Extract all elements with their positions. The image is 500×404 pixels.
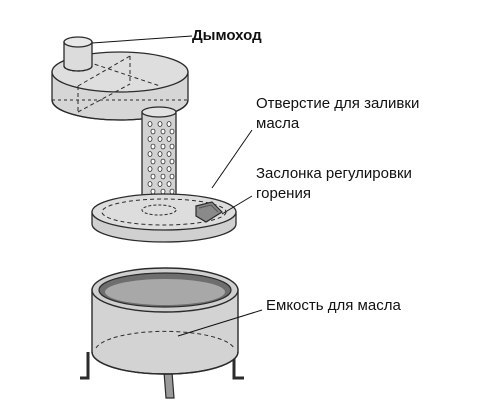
- perforation-hole: [166, 166, 172, 172]
- perforation-hole: [157, 136, 163, 142]
- combustion-damper: [195, 201, 223, 223]
- perforation-hole: [169, 128, 175, 135]
- perforation-hole: [166, 151, 172, 157]
- perforation-hole: [147, 136, 153, 142]
- leader-oil-tank: [177, 309, 263, 337]
- perforation-hole: [147, 181, 153, 187]
- perforation-hole: [166, 121, 172, 127]
- perforation-hole: [157, 181, 163, 187]
- perforation-hole: [147, 151, 153, 157]
- perforation-hole: [150, 188, 156, 195]
- tank-leg-front: [163, 371, 175, 399]
- perforation-hole: [147, 121, 153, 127]
- tank-leg-right: [232, 352, 244, 380]
- perforation-hole: [160, 143, 166, 150]
- perforation-hole: [169, 188, 175, 195]
- lower-chamber: [91, 193, 237, 243]
- perforation-hole: [160, 173, 166, 180]
- perforation-hole: [160, 188, 166, 195]
- leader-oil-inlet: [211, 129, 253, 189]
- perforation-hole: [150, 158, 156, 165]
- perforation-hole: [157, 121, 163, 127]
- tank-leg-left: [80, 352, 90, 380]
- label-oil-tank: Емкость для масла: [266, 297, 401, 314]
- perforation-hole: [147, 166, 153, 172]
- label-damper-line1: Заслонка регулировки: [256, 165, 412, 182]
- label-oil-inlet-line1: Отверстие для заливки: [256, 95, 419, 112]
- perforation-hole: [169, 173, 175, 180]
- perforation-hole: [150, 173, 156, 180]
- oil-tank: [80, 267, 244, 399]
- label-oil-inlet-line2: масла: [256, 115, 300, 132]
- perforation-hole: [150, 143, 156, 150]
- perforation-hole: [166, 181, 172, 187]
- chimney: [63, 36, 93, 72]
- perforation-hole: [160, 128, 166, 135]
- label-damper-line2: горения: [256, 185, 311, 202]
- perforation-hole: [150, 128, 156, 135]
- perforation-hole: [166, 136, 172, 142]
- label-chimney: Дымоход: [192, 27, 262, 44]
- leader-lines: [91, 35, 263, 337]
- leader-chimney: [91, 35, 193, 44]
- perforation-hole: [157, 151, 163, 157]
- perforation-hole: [160, 158, 166, 165]
- perforation-hole: [157, 166, 163, 172]
- leader-damper: [221, 195, 253, 215]
- perforation-hole: [169, 158, 175, 165]
- perforation-hole: [169, 143, 175, 150]
